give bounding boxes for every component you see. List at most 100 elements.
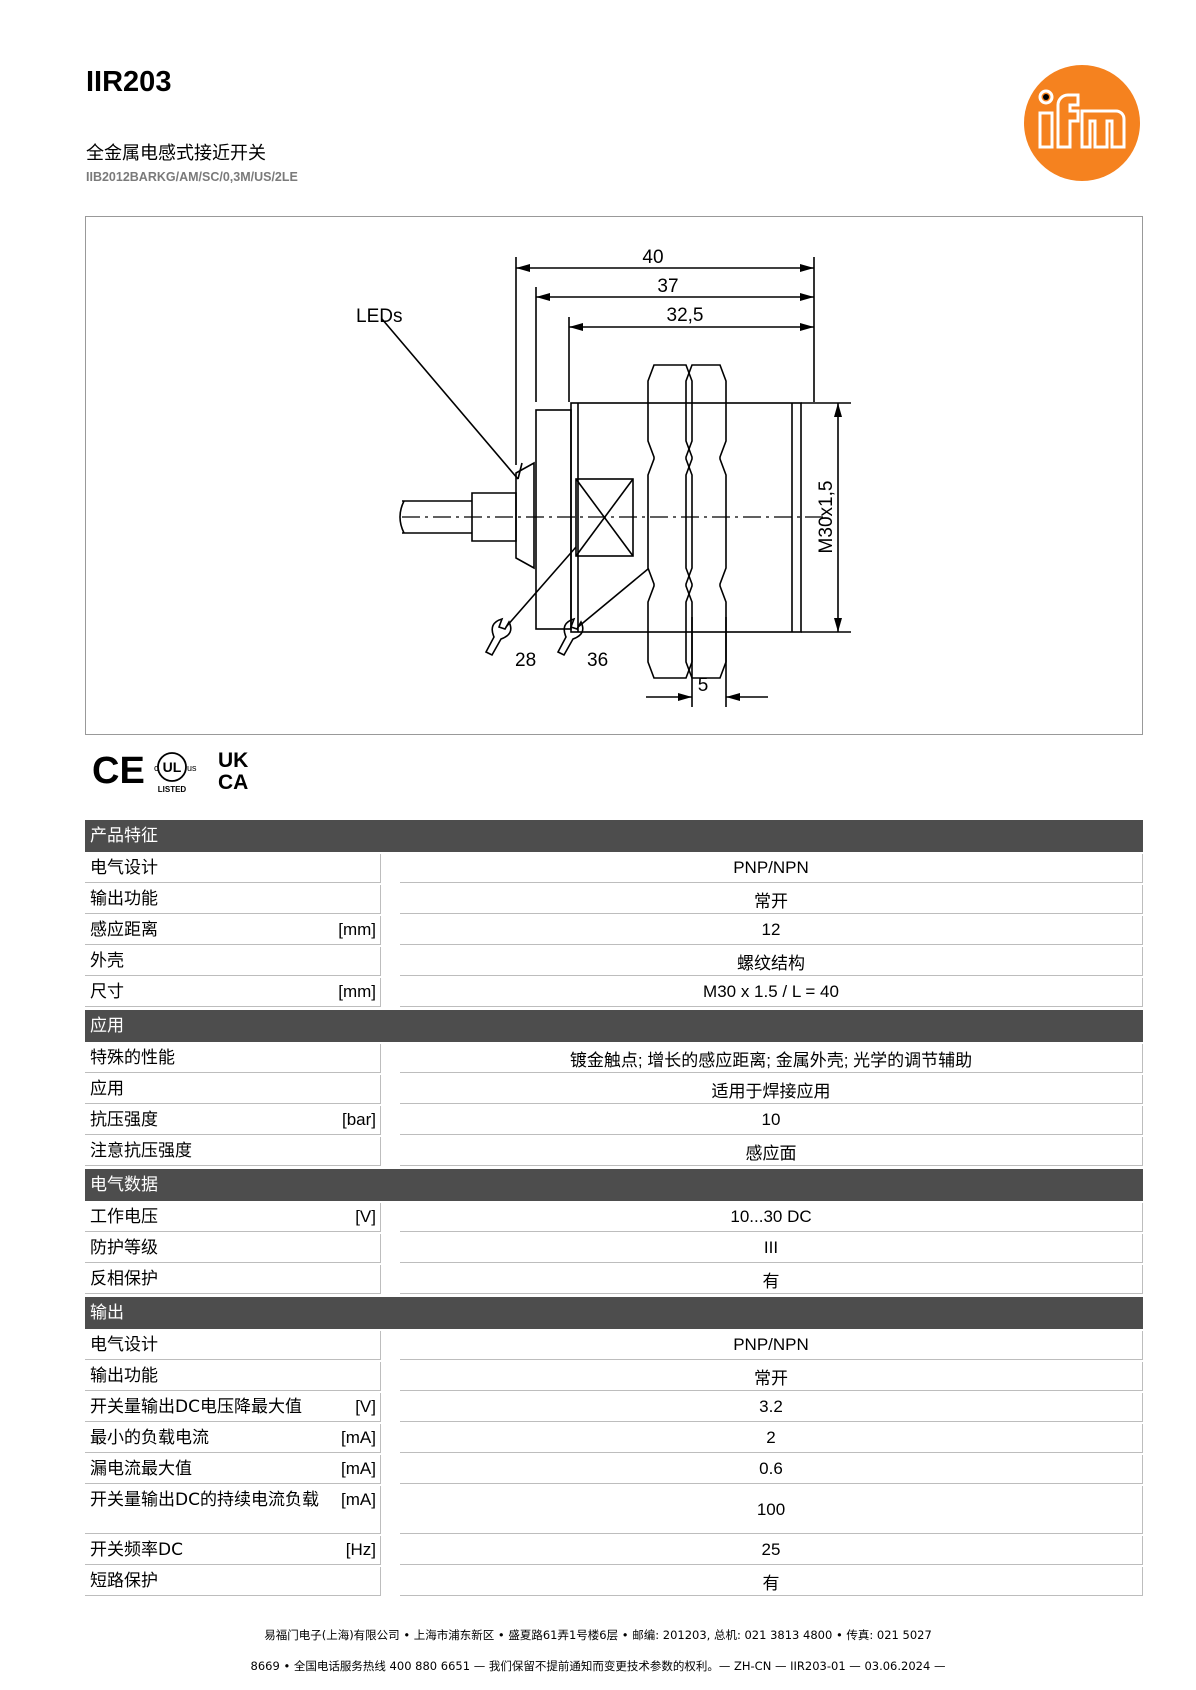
spec-label-cell: 输出功能 [85,885,381,914]
spec-label: 电气设计 [90,858,158,878]
footer-legal: 8669 • 全国电话服务热线 400 880 6651 — 我们保留不提前通知… [250,1659,946,1673]
spec-label-cell: 反相保护 [85,1265,381,1294]
spec-label: 输出功能 [90,1366,158,1386]
ul-listed-text: LISTED [158,785,187,794]
ul-mark: UL [163,759,182,775]
sensor-drawing-svg: 40 37 32,5 LEDs 28 36 5 M30x1,5 [356,247,851,707]
spec-row: 开关量输出DC的持续电流负载[mA]100 [85,1486,1143,1534]
ul-c-text: c [154,763,159,773]
spec-label: 尺寸 [90,982,124,1002]
spec-row: 漏电流最大值[mA] 0.6 [85,1455,1143,1484]
spec-value: 2 [400,1424,1143,1453]
spec-label-cell: 尺寸 [mm] [85,978,381,1007]
ifm-logo [1024,65,1140,181]
spec-value: 常开 [400,885,1143,914]
spec-unit: [V] [355,1207,376,1226]
spec-unit: [bar] [341,1110,376,1129]
spec-value: 有 [400,1265,1143,1294]
ukca-top: UK [218,749,248,772]
spec-value: 镀金触点; 增长的感应距离; 金属外壳; 光学的调节辅助 [400,1044,1143,1073]
spec-label-cell: 最小的负载电流 [mA] [85,1424,381,1453]
spec-label-cell: 注意抗压强度 [85,1137,381,1166]
spec-row: 开关频率DC [Hz] 25 [85,1536,1143,1565]
spec-label: 开关量输出DC电压降最大值 [90,1397,302,1417]
spec-label: 感应距离 [90,920,158,940]
spec-label: 特殊的性能 [90,1048,175,1068]
section-heading: 应用 [85,1010,1143,1042]
spec-label-cell: 电气设计 [85,854,381,883]
spec-label: 工作电压 [90,1207,158,1227]
spec-value: 螺纹结构 [400,947,1143,976]
spec-label-cell: 特殊的性能 [85,1044,381,1073]
article-code: IIB2012BARKG/AM/SC/0,3M/US/2LE [86,170,298,184]
spec-label-cell: 外壳 [85,947,381,976]
spec-row: 最小的负载电流 [mA] 2 [85,1424,1143,1453]
spec-label-cell: 开关频率DC [Hz] [85,1536,381,1565]
spec-label-cell: 开关量输出DC电压降最大值 [V] [85,1393,381,1422]
spec-row: 抗压强度 [bar] 10 [85,1106,1143,1135]
spec-row: 输出功能 常开 [85,1362,1143,1391]
spec-label: 应用 [90,1079,124,1099]
spec-unit: [mm] [338,920,376,939]
spec-label: 抗压强度 [90,1110,158,1130]
spec-label: 开关频率DC [90,1540,183,1560]
spec-label: 防护等级 [90,1238,158,1258]
ce-mark: CE [92,750,145,792]
spec-value: PNP/NPN [400,1331,1143,1360]
spec-value: III [400,1234,1143,1263]
nut-width-label: 5 [698,675,709,696]
section-heading: 产品特征 [85,820,1143,852]
spec-label: 输出功能 [90,889,158,909]
wrench-icon [484,617,584,657]
spec-label-cell: 感应距离 [mm] [85,916,381,945]
dim-37-label: 37 [657,276,678,297]
spec-label-cell: 抗压强度 [bar] [85,1106,381,1135]
spec-label-cell: 电气设计 [85,1331,381,1360]
spec-label-cell: 输出功能 [85,1362,381,1391]
spec-unit: [mA] [341,1428,376,1447]
wrench-36-label: 36 [587,650,608,671]
spec-label-cell: 防护等级 [85,1234,381,1263]
leds-label: LEDs [356,306,402,327]
section-heading: 输出 [85,1297,1143,1329]
ukca-bottom: CA [218,771,248,794]
spec-value: 12 [400,916,1143,945]
spec-row: 工作电压[V]10...30 DC [85,1203,1143,1232]
ul-us-text: us [187,763,197,773]
section-heading: 电气数据 [85,1169,1143,1201]
spec-value: 有 [400,1567,1143,1596]
spec-label: 外壳 [90,951,124,971]
spec-label-cell: 漏电流最大值[mA] [85,1455,381,1484]
spec-value: 25 [400,1536,1143,1565]
spec-label: 开关量输出DC的持续电流负载 [90,1490,319,1510]
spec-row: 反相保护 有 [85,1265,1143,1294]
spec-value: 适用于焊接应用 [400,1075,1143,1104]
spec-label: 注意抗压强度 [90,1141,192,1161]
spec-row: 开关量输出DC电压降最大值 [V] 3.2 [85,1393,1143,1422]
spec-value: 10 [400,1106,1143,1135]
spec-row: 特殊的性能 镀金触点; 增长的感应距离; 金属外壳; 光学的调节辅助 [85,1044,1143,1073]
spec-row: 外壳 螺纹结构 [85,947,1143,976]
spec-unit: [mA] [341,1459,376,1478]
certification-marks: CE c UL us LISTED UK CA [92,749,248,794]
spec-value: 3.2 [400,1393,1143,1422]
spec-value: 0.6 [400,1455,1143,1484]
spec-unit: [mm] [338,982,376,1001]
spec-value: 感应面 [400,1137,1143,1166]
spec-value: 常开 [400,1362,1143,1391]
spec-unit: [V] [355,1397,376,1416]
spec-label-cell: 开关量输出DC的持续电流负载 [mA] [85,1486,381,1534]
spec-label: 最小的负载电流 [90,1428,209,1448]
spec-label-cell: 工作电压 [V] [85,1203,381,1232]
spec-row: 注意抗压强度 感应面 [85,1137,1143,1166]
spec-row: 输出功能 常开 [85,885,1143,914]
thread-label: M30x1,5 [816,481,837,554]
wrench-28-label: 28 [515,650,536,671]
spec-unit: [mA] [341,1490,376,1509]
spec-row: 短路保护有 [85,1567,1143,1596]
page-title: IIR203 [86,66,172,98]
spec-label: 反相保护 [90,1269,158,1289]
spec-unit: [Hz] [345,1540,376,1559]
product-subtitle: 全金属电感式接近开关 [86,143,266,164]
